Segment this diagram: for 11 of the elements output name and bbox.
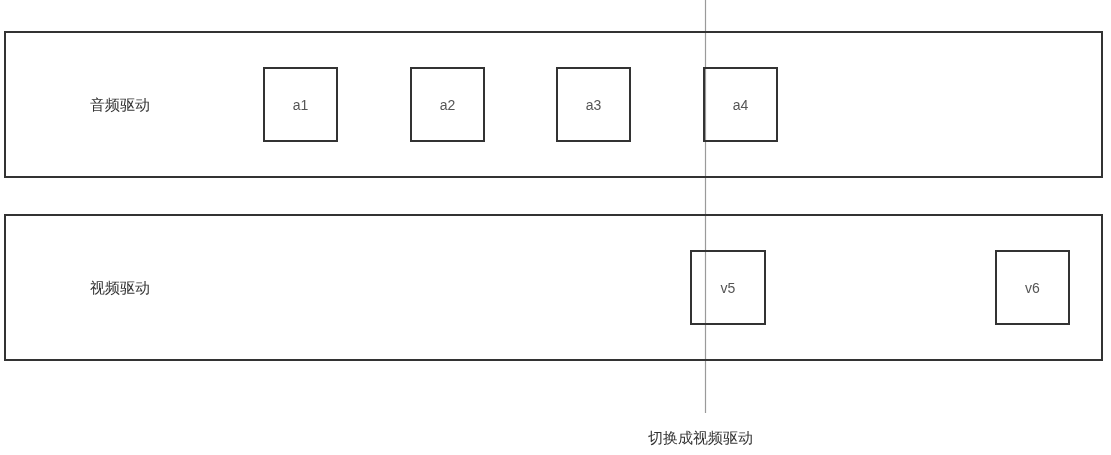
lane-band [4, 214, 1103, 361]
block-box: v6 [995, 250, 1070, 325]
block-box: a1 [263, 67, 338, 142]
block-box: a4 [703, 67, 778, 142]
block-box: a2 [410, 67, 485, 142]
lane-label: 视频驱动 [90, 279, 150, 297]
block-box: a3 [556, 67, 631, 142]
block-box: v5 [690, 250, 766, 325]
lane-band [4, 31, 1103, 178]
lane-label: 音频驱动 [90, 96, 150, 114]
marker-label: 切换成视频驱动 [648, 429, 753, 447]
